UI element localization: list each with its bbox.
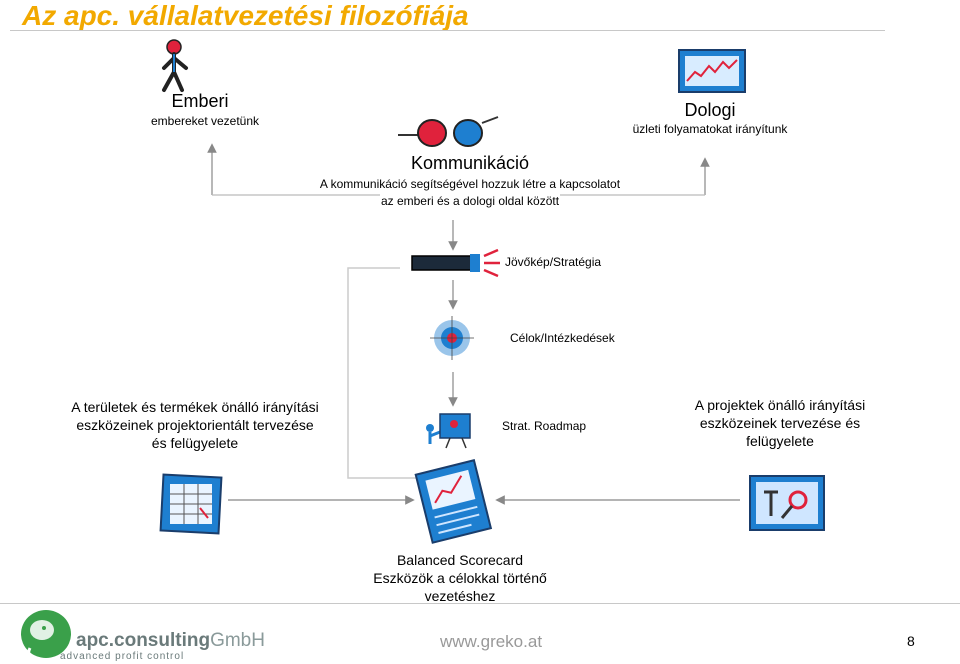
roadmap-label: Strat. Roadmap	[502, 419, 587, 433]
telescope-icon	[411, 248, 500, 278]
communication-line2: az emberi és a dologi oldal között	[380, 194, 560, 208]
left-block: A területek és termékek önálló irányítás…	[40, 398, 350, 452]
vision-label: Jövőkép/Stratégia	[505, 255, 602, 269]
bsc-line2: Eszközök a célokkal történő	[373, 570, 547, 586]
page-number: 8	[907, 633, 915, 649]
spreadsheet-document-icon	[159, 473, 223, 535]
goals-label: Célok/Intézkedések	[510, 331, 615, 345]
logo-wordmark: apc.consultingGmbH	[76, 630, 265, 652]
footer-url[interactable]: www.greko.at	[440, 632, 543, 651]
communication-heading: Kommunikáció	[410, 153, 530, 173]
logo-suffix: GmbH	[210, 630, 265, 651]
left-block-line3: és felügyelete	[151, 435, 239, 451]
bsc-line1: Balanced Scorecard	[396, 552, 524, 568]
logo-tagline: advanced profit control	[60, 651, 185, 662]
scorecard-document-icon	[414, 459, 493, 544]
bsc-line3: vezetéshez	[424, 588, 496, 604]
person-icon	[162, 39, 188, 92]
left-block-line2: eszközeinek projektorientált tervezése	[76, 417, 314, 433]
human-heading: Emberi	[171, 91, 229, 111]
chart-monitor-icon	[678, 49, 746, 93]
bsc-caption: Balanced Scorecard Eszközök a célokkal t…	[330, 551, 590, 605]
title-divider	[10, 30, 885, 31]
right-block: A projektek önálló irányítási eszközeine…	[660, 396, 900, 450]
footer-divider	[0, 603, 960, 604]
elephant-logo-icon	[21, 610, 71, 660]
right-block-line3: felügyelete	[746, 433, 814, 449]
roadmap-presenter-icon	[426, 413, 471, 449]
speech-heads-icon	[398, 116, 499, 147]
tools-document-icon	[749, 475, 825, 531]
human-subtitle: embereket vezetünk	[150, 114, 260, 128]
right-block-line1: A projektek önálló irányítási	[694, 397, 866, 413]
slide-title: Az apc. vállalatvezetési filozófiája	[22, 0, 469, 31]
logo-name: apc.consulting	[76, 630, 211, 651]
things-heading: Dologi	[684, 100, 736, 120]
communication-line1: A kommunikáció segítségével hozzuk létre…	[319, 177, 621, 191]
things-subtitle: üzleti folyamatokat irányítunk	[632, 122, 788, 136]
left-block-line1: A területek és termékek önálló irányítás…	[71, 399, 319, 415]
right-block-line2: eszközeinek tervezése és	[699, 415, 861, 431]
target-icon	[430, 316, 474, 360]
